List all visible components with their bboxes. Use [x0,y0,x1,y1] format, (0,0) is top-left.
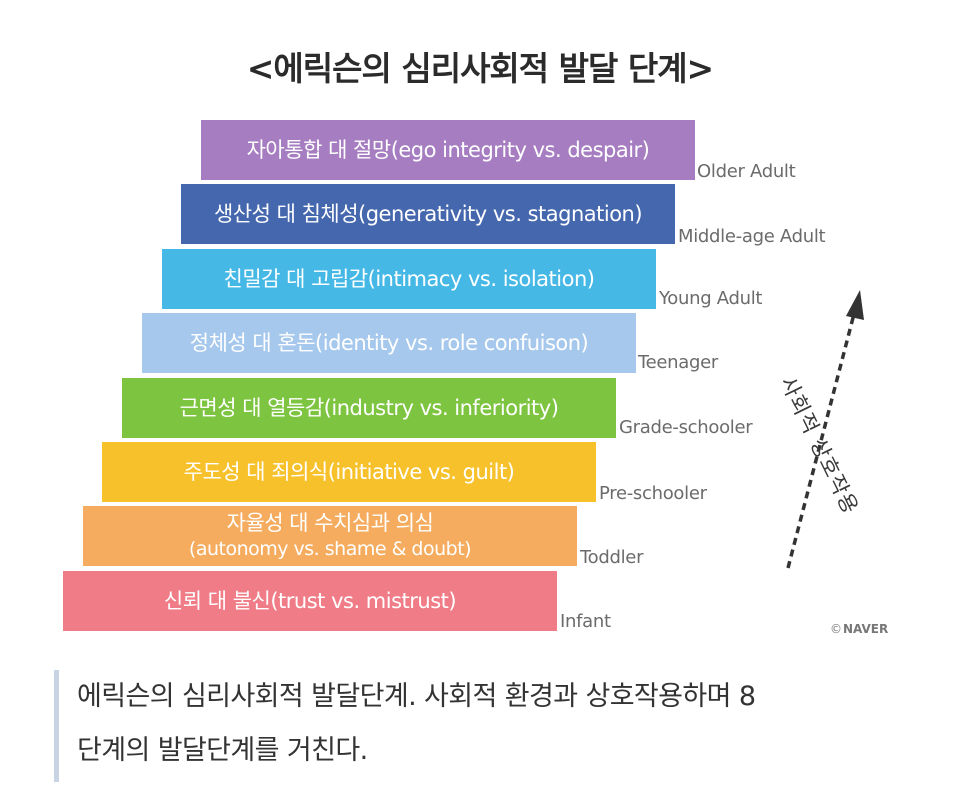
stage-label-middle-age-adult: Middle-age Adult [678,226,826,247]
step-teenager: 정체성 대 혼돈(identity vs. role confuison) [142,313,636,373]
stage-label-teenager: Teenager [638,352,719,373]
step-middle-age-adult: 생산성 대 침체성(generativity vs. stagnation) [181,184,675,244]
step-older-adult: 자아통합 대 절망(ego integrity vs. despair) [201,120,695,180]
stage-label-infant: Infant [560,611,611,632]
watermark-text: NAVER [843,622,889,636]
arrow-shaft [786,313,856,569]
step-label: 근면성 대 열등감(industry vs. inferiority) [179,396,559,420]
step-infant: 신뢰 대 불신(trust vs. mistrust) [63,571,557,631]
step-label-line2: (autonomy vs. shame & doubt) [188,538,472,560]
step-label-line1: 자율성 대 수치심과 의심 [226,511,434,535]
step-label: 주도성 대 죄의식(initiative vs. guilt) [183,460,515,484]
social-interaction-arrow [786,290,864,569]
step-grade-schooler: 근면성 대 열등감(industry vs. inferiority) [122,378,616,438]
arrow-head-icon [846,290,864,320]
stage-label-toddler: Toddler [580,547,644,568]
step-label: 친밀감 대 고립감(intimacy vs. isolation) [223,267,595,291]
image-caption: 에릭슨의 심리사회적 발달단계. 사회적 환경과 상호작용하며 8 단계의 발달… [54,670,934,782]
step-pre-schooler: 주도성 대 죄의식(initiative vs. guilt) [102,442,596,502]
erikson-stages-figure: <에릭슨의 심리사회적 발달 단계> 자아통합 대 절망(ego integri… [63,49,888,636]
stage-label-pre-schooler: Pre-schooler [599,483,707,504]
stage-label-grade-schooler: Grade-schooler [619,417,753,438]
step-label: 신뢰 대 불신(trust vs. mistrust) [163,589,457,613]
caption-line-2: 단계의 발달단계를 거친다. [77,735,368,766]
stage-label-young-adult: Young Adult [659,288,763,309]
copyright-icon: © [830,622,842,636]
naver-watermark: ©NAVER [830,622,888,636]
step-toddler: 자율성 대 수치심과 의심 (autonomy vs. shame & doub… [83,506,577,566]
caption-line-1: 에릭슨의 심리사회적 발달단계. 사회적 환경과 상호작용하며 8 [77,681,756,712]
step-label: 생산성 대 침체성(generativity vs. stagnation) [213,202,643,226]
stage-label-older-adult: Older Adult [697,161,796,182]
step-young-adult: 친밀감 대 고립감(intimacy vs. isolation) [162,249,656,309]
step-label: 정체성 대 혼돈(identity vs. role confuison) [189,331,589,355]
figure-title: <에릭슨의 심리사회적 발달 단계> [246,49,714,88]
step-label: 자아통합 대 절망(ego integrity vs. despair) [246,138,650,162]
